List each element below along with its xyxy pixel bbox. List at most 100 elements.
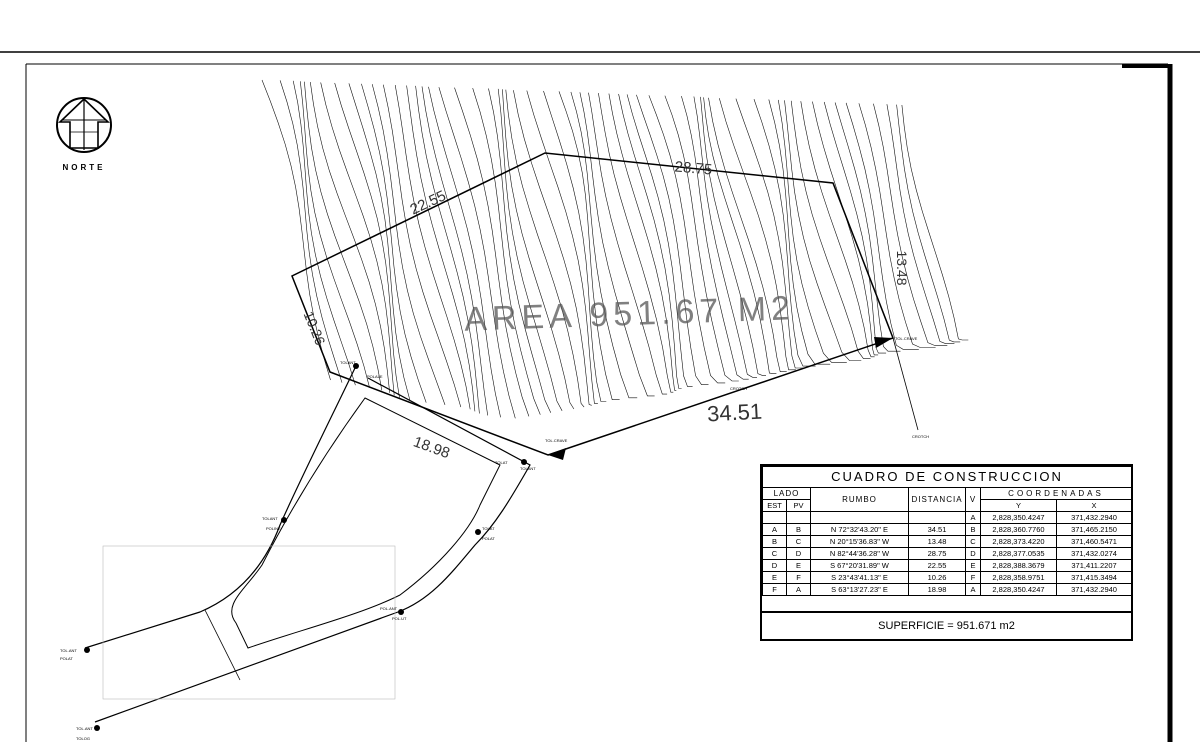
svg-text:TOL.CRAVE: TOL.CRAVE [895,336,918,341]
cell-distancia: 13.48 [908,535,966,548]
boundary-extension [892,337,919,431]
contour-line [472,88,541,415]
contour-line [497,88,563,411]
header-x: X [1055,499,1133,512]
svg-text:TOL.ANT: TOL.ANT [76,726,93,731]
cell-y: 2,828,373.4220 [980,535,1057,548]
cell-pv: F [786,571,811,584]
contour-line [334,82,400,398]
cell-v: A [965,511,981,524]
cell-rumbo: N 82°44'36.28" W [810,547,909,560]
contour-line [304,81,383,391]
contour-line [753,99,816,367]
arrow-b [874,337,893,348]
cell-rumbo: S 67°20'31.89" W [810,559,909,572]
svg-text:TOLAT: TOLAT [482,526,495,531]
cell-x: 371,415.3494 [1055,571,1133,584]
cell-y: 2,828,358.9751 [980,571,1057,584]
dim-d-e: 22.55 [407,187,448,218]
contour-lines [261,79,969,419]
dim-b-c: 13.48 [894,250,910,285]
cell-pv: D [786,547,811,560]
arrow-a [548,448,566,460]
contour-line [415,85,480,414]
header-distancia: DISTANCIA [908,487,966,512]
svg-text:TOL.ANT: TOL.ANT [60,648,77,653]
contour-line [768,99,831,365]
svg-text:TOLANT: TOLANT [340,360,356,365]
contour-line [834,102,901,352]
access-road [84,367,531,723]
svg-text:POL.ANT: POL.ANT [380,606,398,611]
svg-text:POLALE: POLALE [367,374,383,379]
cell-y: 2,828,377.0535 [980,547,1057,560]
contour-line [896,104,961,343]
contour-line [579,92,655,397]
cell-v: D [965,547,981,560]
svg-text:POLAT: POLAT [60,656,73,661]
contour-line [886,104,955,345]
contour-line [438,87,516,419]
table-title: CUADRO DE CONSTRUCCION [761,466,1133,488]
table-row: A B N 72°32'43.20" E 34.51 B 2,828,360.7… [762,523,1133,536]
contour-line [394,85,471,410]
contour-line [719,98,796,371]
header-est: EST [762,499,787,512]
svg-text:POLINE: POLINE [266,526,281,531]
cell-x: 371,432.0274 [1055,547,1133,560]
cell-rumbo: S 63°13'27.23" E [810,583,909,596]
contour-line [502,89,575,410]
area-label: AREA 951.67 M2 [464,289,796,339]
contour-line [570,91,638,399]
contour-line [292,80,356,386]
contour-line [901,104,969,341]
header-pv: PV [786,499,811,512]
cell-pv: B [786,523,811,536]
contour-line [823,101,887,354]
contour-line [383,84,462,408]
contour-line [648,95,726,384]
table-row: B C N 20°15'36.83" W 13.48 C 2,828,373.4… [762,535,1133,548]
svg-text:POLAT: POLAT [482,536,495,541]
header-coordenadas: COORDENADAS [979,487,1133,500]
cell-y: 2,828,350.4247 [980,511,1057,524]
cell-v: E [965,559,981,572]
contour-line [636,94,709,386]
cell-rumbo: S 23°43'41.13" E [810,571,909,584]
contour-line [790,100,871,359]
construction-table: CUADRO DE CONSTRUCCION LADO RUMBO DISTAN… [760,464,1133,641]
cell-est: D [762,559,787,572]
table-row: D E S 67°20'31.89" W 22.55 E 2,828,388.3… [762,559,1133,572]
superficie-total: SUPERFICIE = 951.671 m2 [762,611,1131,639]
contour-line [361,83,427,403]
cell-x: 371,465.2150 [1055,523,1133,536]
svg-text:TOLOG: TOLOG [76,736,90,741]
cell-est: C [762,547,787,560]
contour-line [454,87,530,417]
contour-line [371,84,446,406]
svg-text:POL.UT: POL.UT [392,616,407,621]
cell-distancia: 22.55 [908,559,966,572]
contour-line [588,92,668,395]
contour-line [300,81,370,388]
header-v: V [965,487,981,512]
cell-distancia: 10.26 [908,571,966,584]
contour-line [703,97,777,374]
svg-text:CROTCH: CROTCH [730,386,747,391]
cell-v: C [965,535,981,548]
svg-text:TOLANT: TOLANT [520,466,536,471]
cell-x: 371,432.2940 [1055,583,1133,596]
contour-line [608,93,677,391]
cell-x: 371,411.2207 [1055,559,1133,572]
contour-line [735,98,805,369]
contour-line [543,90,607,402]
contour-line [310,82,390,393]
north-arrow-icon [56,97,112,153]
contour-line [526,90,598,404]
cell-v: F [965,571,981,584]
cell-distancia: 18.98 [908,583,966,596]
table-row: A 2,828,350.4247 371,432.2940 [762,511,1133,524]
cell-distancia: 28.75 [908,547,966,560]
cell-v: B [965,523,981,536]
